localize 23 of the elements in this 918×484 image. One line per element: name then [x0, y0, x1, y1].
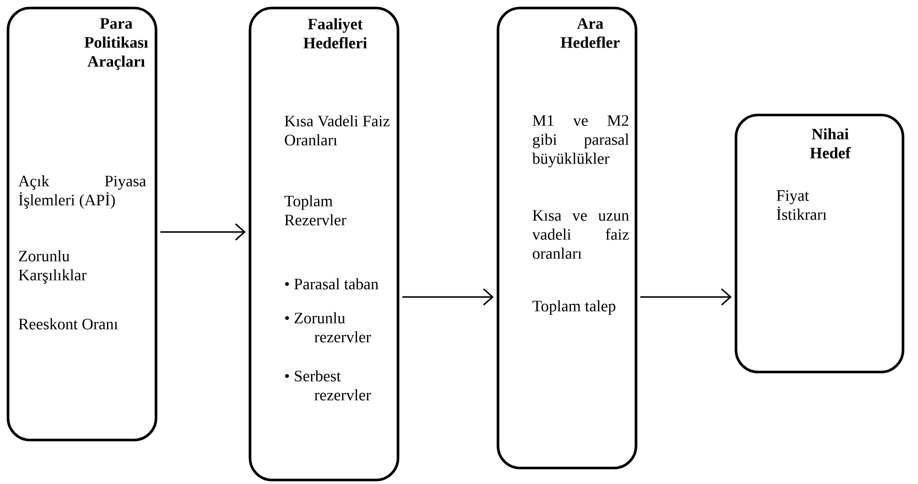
rounded-box: [6, 6, 158, 442]
body-text: Toplam Rezervler: [284, 195, 346, 226]
body-text: Zorunlu Karşılıklar: [18, 250, 86, 284]
bullet-item: • Serbest rezervler: [285, 370, 371, 400]
heading-text: Nihai Hedef: [810, 128, 851, 158]
arrow: [402, 288, 494, 306]
body-text: Toplam talep: [532, 300, 616, 315]
body-text: Kısa Vadeli Faiz Oranları: [284, 115, 390, 146]
heading-text: Para Politikası Araçları: [84, 18, 148, 70]
rounded-box: [248, 6, 400, 482]
body-text: Kısa ve uzun vadeli faiz oranları: [532, 210, 629, 259]
bullet-item: • Zorunlu rezervler: [285, 312, 371, 342]
heading-text: Faaliyet Hedefleri: [304, 18, 367, 48]
arrow: [160, 223, 246, 241]
heading-text: Ara Hedefler: [560, 18, 620, 48]
rounded-box: [734, 114, 904, 374]
body-text: Fiyat İstikrarı: [776, 190, 827, 220]
body-text: Reeskont Oranı: [18, 318, 118, 330]
rounded-box: [496, 6, 638, 470]
arrow: [640, 288, 732, 306]
body-text: Açık Piyasa İşlemleri (APİ): [18, 175, 146, 209]
body-text: M1 ve M2 gibi parasal büyüklükler: [532, 115, 629, 168]
bullet-item: • Parasal taban: [285, 278, 378, 290]
